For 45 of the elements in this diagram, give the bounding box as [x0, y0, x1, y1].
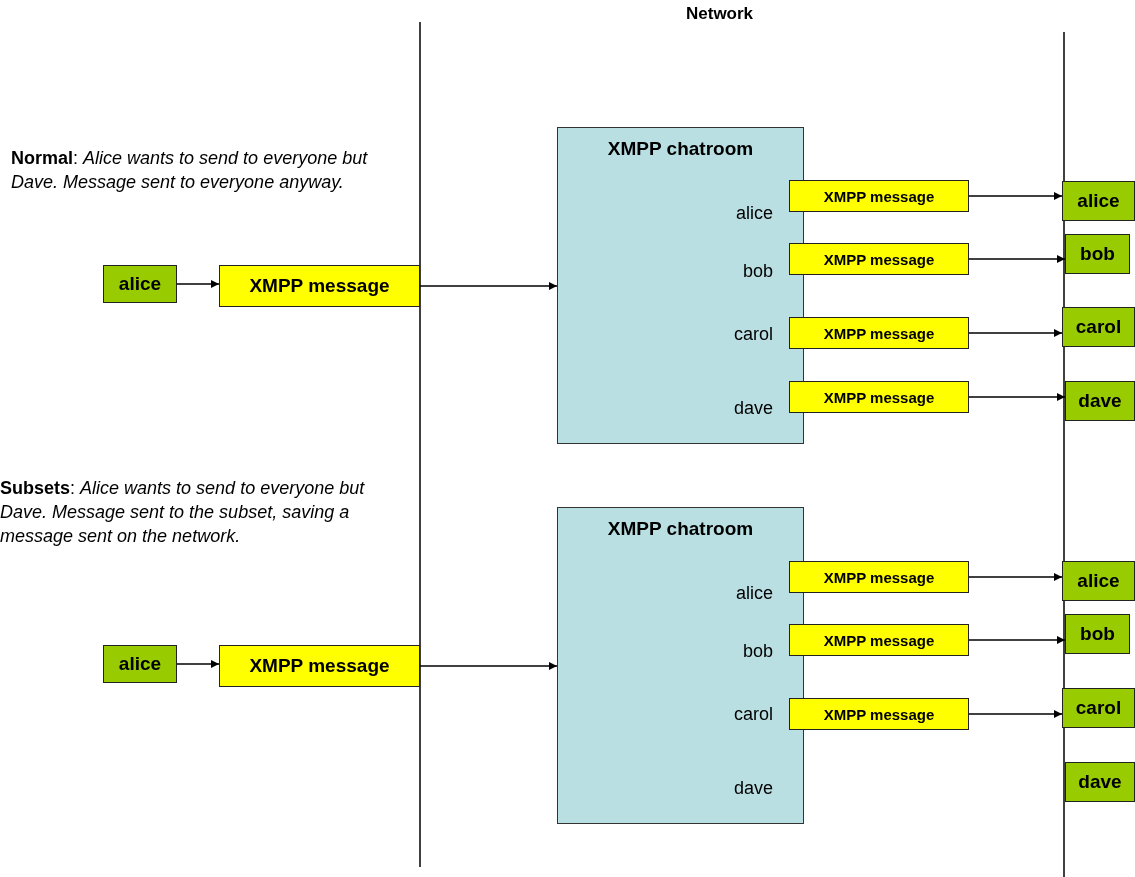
arrow: [968, 192, 1063, 200]
user-box: dave: [1065, 762, 1135, 802]
arrow: [968, 710, 1063, 718]
user-box: bob: [1065, 234, 1130, 274]
user-box: dave: [1065, 381, 1135, 421]
arrow: [968, 573, 1063, 581]
scenario-description: Subsets: Alice wants to send to everyone but Dave. Message sent to the subset, saving a message sent on the network.: [0, 477, 366, 548]
message-box: XMPP message: [789, 180, 969, 212]
user-box: alice: [1062, 561, 1135, 601]
arrow: [968, 329, 1063, 337]
chatroom-title: XMPP chatroom: [606, 518, 755, 540]
message-box: XMPP message: [789, 624, 969, 656]
user-box: carol: [1062, 307, 1135, 347]
member-name: carol: [734, 323, 773, 345]
message-box: XMPP message: [219, 265, 420, 307]
user-box: carol: [1062, 688, 1135, 728]
user-box: alice: [103, 645, 177, 683]
member-name: carol: [734, 703, 773, 725]
user-box: alice: [103, 265, 177, 303]
chatroom-title: XMPP chatroom: [606, 138, 755, 160]
network-label: Network: [686, 4, 754, 24]
message-box: XMPP message: [789, 243, 969, 275]
member-name: bob: [742, 640, 773, 662]
arrow: [968, 636, 1066, 644]
arrow: [968, 393, 1066, 401]
member-name: dave: [733, 397, 773, 419]
chatroom-box: [557, 507, 804, 824]
member-name: alice: [735, 202, 773, 224]
arrow: [419, 282, 558, 290]
arrow: [419, 662, 558, 670]
member-name: alice: [735, 582, 773, 604]
message-box: XMPP message: [219, 645, 420, 687]
message-box: XMPP message: [789, 317, 969, 349]
arrow: [176, 280, 220, 288]
member-name: bob: [742, 260, 773, 282]
scenario-description: Normal: Alice wants to send to everyone but Dave. Message sent to everyone anyway.: [11, 147, 369, 194]
message-box: XMPP message: [789, 698, 969, 730]
member-name: dave: [733, 777, 773, 799]
arrow: [176, 660, 220, 668]
arrow: [968, 255, 1066, 263]
message-box: XMPP message: [789, 381, 969, 413]
chatroom-box: [557, 127, 804, 444]
user-box: bob: [1065, 614, 1130, 654]
message-box: XMPP message: [789, 561, 969, 593]
user-box: alice: [1062, 181, 1135, 221]
